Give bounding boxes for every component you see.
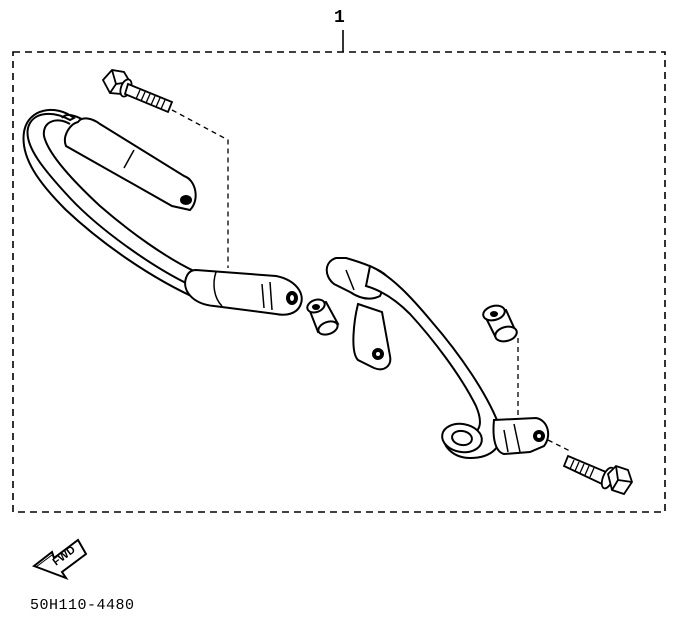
bolt-lower-right <box>562 454 633 496</box>
bolt-upper-alignment-line <box>171 109 229 268</box>
forward-direction-arrow-icon: FWD <box>31 538 88 581</box>
kit-boundary-dashed-box <box>12 51 666 513</box>
right-spacer-collar <box>482 304 518 343</box>
left-spacer-collar <box>306 298 340 336</box>
right-grab-bar <box>325 257 550 460</box>
part-code-label: 50H110-4480 <box>30 597 135 614</box>
left-grab-bar <box>22 109 303 316</box>
bolt-upper-left <box>101 69 174 114</box>
bolt-lower-alignment-line <box>547 439 573 453</box>
callout-number: 1 <box>334 8 345 28</box>
